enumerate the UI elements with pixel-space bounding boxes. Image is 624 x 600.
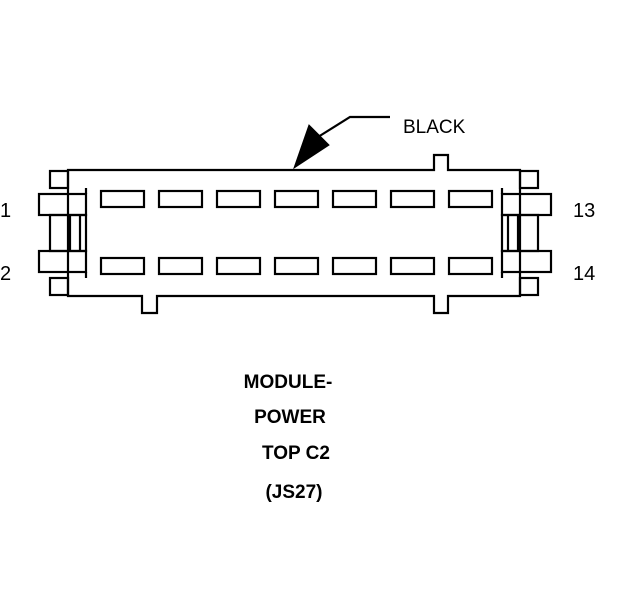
right-latch (500, 169, 553, 297)
callout-color-label: BLACK (403, 117, 466, 138)
callout-arrow-head (293, 124, 330, 170)
cavity-bottom-4 (273, 256, 320, 276)
cavity-bottom-6 (389, 256, 436, 276)
cavity-top-7 (447, 189, 494, 209)
caption-power: POWER (254, 407, 326, 428)
cavity-bottom-1 (99, 256, 146, 276)
cavity-top-1 (99, 189, 146, 209)
cavity-top-2 (157, 189, 204, 209)
caption-position: TOP C2 (262, 443, 330, 464)
cavity-top-4 (273, 189, 320, 209)
connector-housing (66, 153, 522, 315)
caption-module: MODULE- (243, 372, 333, 393)
callout-leader-line (317, 115, 390, 138)
cavity-bottom-7 (447, 256, 494, 276)
left-latch (37, 169, 88, 297)
caption-connector-id: (JS27) (265, 482, 323, 503)
cavity-row-bottom (99, 256, 494, 276)
cavity-bottom-5 (331, 256, 378, 276)
pin-label-1: 1 (0, 200, 11, 222)
cavity-row-top (99, 189, 494, 209)
pin-label-13: 13 (573, 200, 595, 222)
cavity-top-3 (215, 189, 262, 209)
cavity-top-6 (389, 189, 436, 209)
pin-label-2: 2 (0, 263, 11, 285)
cavity-bottom-3 (215, 256, 262, 276)
cavity-top-5 (331, 189, 378, 209)
pin-label-14: 14 (573, 263, 595, 285)
cavity-bottom-2 (157, 256, 204, 276)
